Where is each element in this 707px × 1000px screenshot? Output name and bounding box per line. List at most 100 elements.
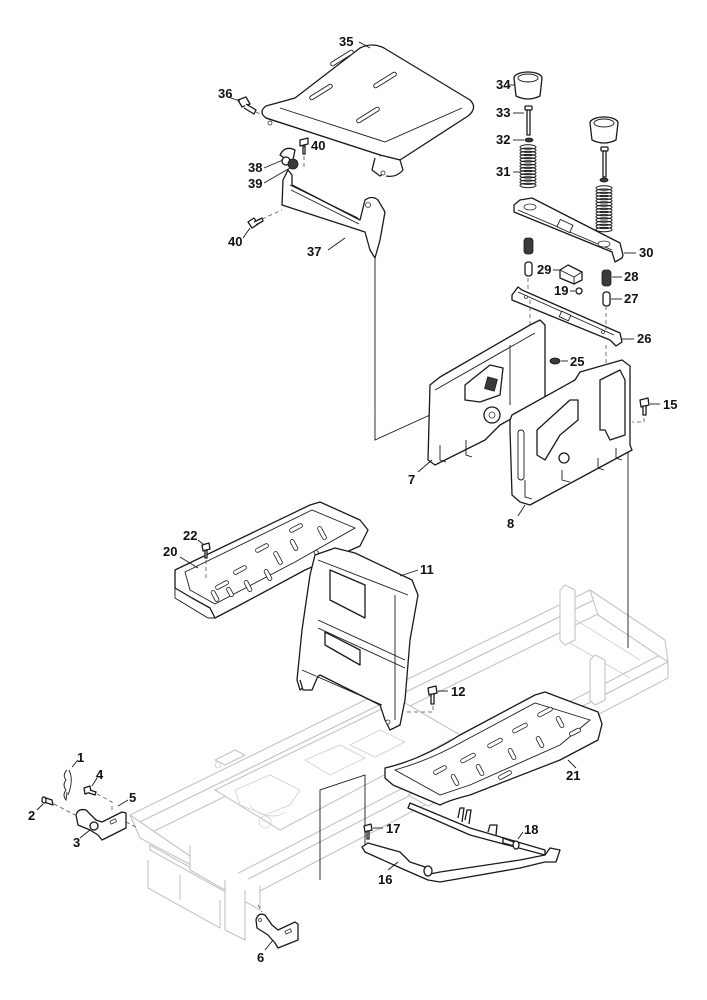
callout-32: 32	[496, 132, 510, 147]
spring-coil	[519, 179, 537, 185]
part-6-bracket[interactable]	[255, 913, 299, 949]
part-40-screw-top[interactable]	[299, 137, 309, 155]
part-28-spring-small-left[interactable]	[523, 237, 534, 255]
part-17-screw[interactable]	[363, 823, 373, 840]
part-35-seat-plate[interactable]	[261, 44, 475, 178]
spring-coil	[519, 176, 537, 182]
callout-1: 1	[77, 750, 84, 765]
part-39-bushing[interactable]	[287, 158, 299, 170]
part-11-seat-support-console[interactable]	[296, 547, 419, 731]
spring-coil	[519, 150, 537, 157]
tread-slot	[289, 523, 303, 533]
spring-coil	[519, 173, 537, 179]
callout-38: 38	[248, 160, 262, 175]
tread-slot	[273, 551, 283, 565]
part-27-pin-left[interactable]	[524, 261, 533, 277]
part-27-pin-right[interactable]	[602, 291, 611, 307]
callout-21: 21	[566, 768, 580, 783]
spring-coil	[595, 210, 613, 217]
part-34-cap-right[interactable]	[589, 116, 619, 144]
part-26-lower-bracket[interactable]	[511, 286, 623, 347]
tread-slot	[255, 543, 269, 553]
tread-slot	[460, 752, 476, 764]
spring-coil	[595, 220, 613, 226]
callout-22: 22	[183, 528, 197, 543]
spring-coil	[595, 185, 613, 191]
callout-11: 11	[420, 562, 434, 577]
tread-slot	[507, 748, 517, 760]
part-5-bracket[interactable]	[75, 808, 127, 841]
callout-7: 7	[408, 472, 415, 487]
spring-coil	[519, 157, 537, 163]
spring-coil	[519, 163, 537, 169]
spring-coil	[595, 194, 613, 201]
callout-4: 4	[96, 767, 104, 782]
part-36-screw[interactable]	[237, 96, 257, 115]
callout-36: 36	[218, 86, 232, 101]
spring-coil	[595, 204, 613, 210]
callout-20: 20	[163, 544, 177, 559]
callout-8: 8	[507, 516, 514, 531]
callout-26: 26	[637, 331, 651, 346]
spring-coil	[519, 182, 537, 189]
part-1-hairpin-clip[interactable]	[63, 769, 72, 802]
callout-35: 35	[339, 34, 353, 49]
callout-3: 3	[73, 835, 80, 850]
part-30-upper-bracket[interactable]	[513, 197, 624, 263]
callout-15: 15	[663, 397, 677, 412]
tread-slot	[263, 569, 273, 581]
part-25-nut[interactable]	[549, 357, 561, 365]
part-31-spring-left[interactable]	[519, 144, 537, 189]
part-21-footboard-right[interactable]	[384, 691, 603, 806]
callout-40-side: 40	[228, 234, 242, 249]
spring-coil	[595, 226, 613, 233]
tread-slot	[537, 706, 553, 718]
callout-19: 19	[554, 283, 568, 298]
spring-coil	[519, 147, 537, 153]
tread-slot	[317, 526, 327, 540]
part-40-screw-side[interactable]	[247, 217, 264, 229]
tread-slot	[498, 770, 512, 780]
part-18-bolt[interactable]	[502, 837, 520, 850]
tread-slot	[226, 586, 234, 598]
callout-27: 27	[624, 291, 638, 306]
part-32-washer[interactable]	[524, 137, 609, 183]
callout-18: 18	[524, 822, 538, 837]
callout-12: 12	[451, 684, 465, 699]
part-19-screw[interactable]	[575, 287, 583, 295]
part-2-pin[interactable]	[41, 796, 54, 806]
part-34-cap-left[interactable]	[513, 71, 543, 100]
part-37-seat-hinge-bracket[interactable]	[281, 169, 386, 259]
callout-5: 5	[129, 790, 136, 805]
tread-slot	[512, 722, 528, 734]
callout-16: 16	[378, 872, 392, 887]
tread-slot	[210, 590, 220, 602]
part-12-screw[interactable]	[427, 685, 438, 705]
tread-slot	[289, 539, 299, 551]
part-7-side-panel-left[interactable]	[427, 319, 546, 466]
spring-coil	[519, 166, 537, 173]
part-8-side-panel-right[interactable]	[509, 359, 633, 506]
part-29-switch[interactable]	[559, 264, 583, 285]
tread-slot	[243, 580, 253, 592]
callout-30: 30	[639, 245, 653, 260]
tread-slot	[475, 764, 485, 776]
callout-17: 17	[386, 821, 400, 836]
part-4-screw[interactable]	[83, 785, 97, 796]
tread-slot	[433, 765, 447, 775]
spring-coil	[519, 169, 537, 176]
part-33-bolt-right[interactable]	[600, 146, 609, 178]
part-31-spring-right[interactable]	[595, 185, 613, 233]
part-28-spring-small-right[interactable]	[601, 269, 612, 287]
spring-coil	[519, 160, 537, 166]
callout-28: 28	[624, 269, 638, 284]
callout-33: 33	[496, 105, 510, 120]
spring-coil	[595, 207, 613, 214]
spring-coil	[595, 223, 613, 230]
tread-slot	[555, 716, 565, 728]
tread-slot	[535, 736, 545, 748]
spring-coil	[595, 201, 613, 207]
part-33-bolt-left[interactable]	[524, 105, 533, 136]
part-15-screw[interactable]	[639, 397, 650, 416]
tread-slot	[233, 565, 247, 575]
